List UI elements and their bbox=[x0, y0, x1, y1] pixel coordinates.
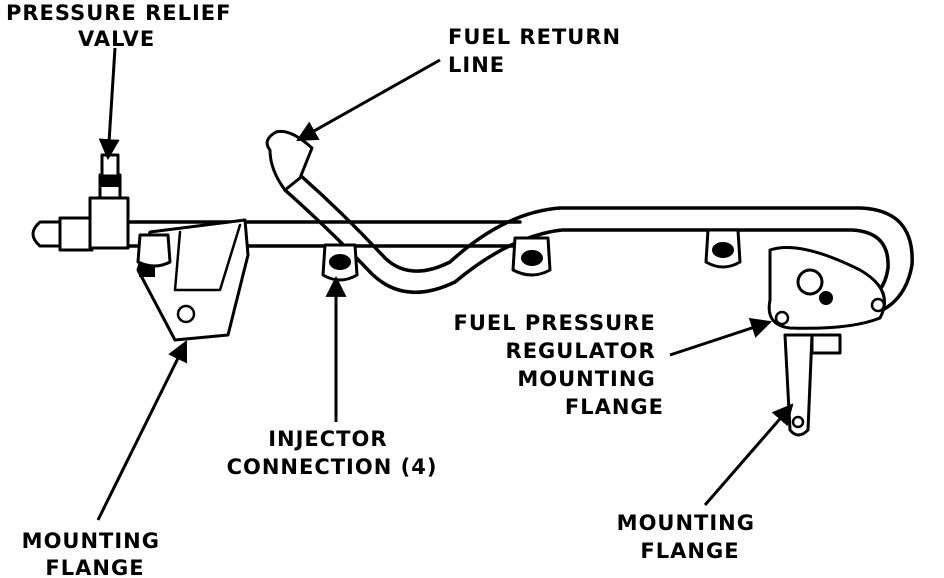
rail-end-fitting bbox=[58, 216, 94, 252]
fuel-return-line bbox=[298, 173, 914, 317]
fuel-rail-assembly bbox=[31, 129, 914, 437]
pressure-relief-valve bbox=[88, 153, 130, 250]
label-injector-connection: INJECTOR CONNECTION (4) bbox=[227, 427, 438, 479]
arrow-pressure-relief bbox=[98, 47, 120, 161]
arrow-regulator-flange bbox=[669, 317, 772, 357]
arrow-mounting-left bbox=[96, 340, 188, 521]
right-mounting-flange bbox=[783, 333, 842, 437]
arrow-mounting-right bbox=[703, 403, 794, 506]
label-fuel-pressure-regulator-flange: FUEL PRESSURE REGULATOR MOUNTING FLANGE bbox=[453, 311, 664, 419]
arrow-fuel-return bbox=[296, 58, 441, 142]
injector-cup-2 bbox=[511, 236, 552, 277]
injector-cup-4 bbox=[136, 233, 172, 268]
regulator-mounting-flange bbox=[767, 246, 886, 330]
injector-cup-3 bbox=[704, 228, 742, 269]
label-mounting-flange-right: MOUNTING FLANGE bbox=[617, 511, 764, 563]
leader-arrows bbox=[96, 47, 794, 521]
label-pressure-relief-valve: PRESSURE RELIEF VALVE bbox=[6, 1, 240, 51]
label-fuel-return-line: FUEL RETURN LINE bbox=[448, 25, 629, 77]
injector-cup-1 bbox=[321, 243, 359, 282]
label-mounting-flange-left: MOUNTING FLANGE bbox=[22, 529, 169, 578]
